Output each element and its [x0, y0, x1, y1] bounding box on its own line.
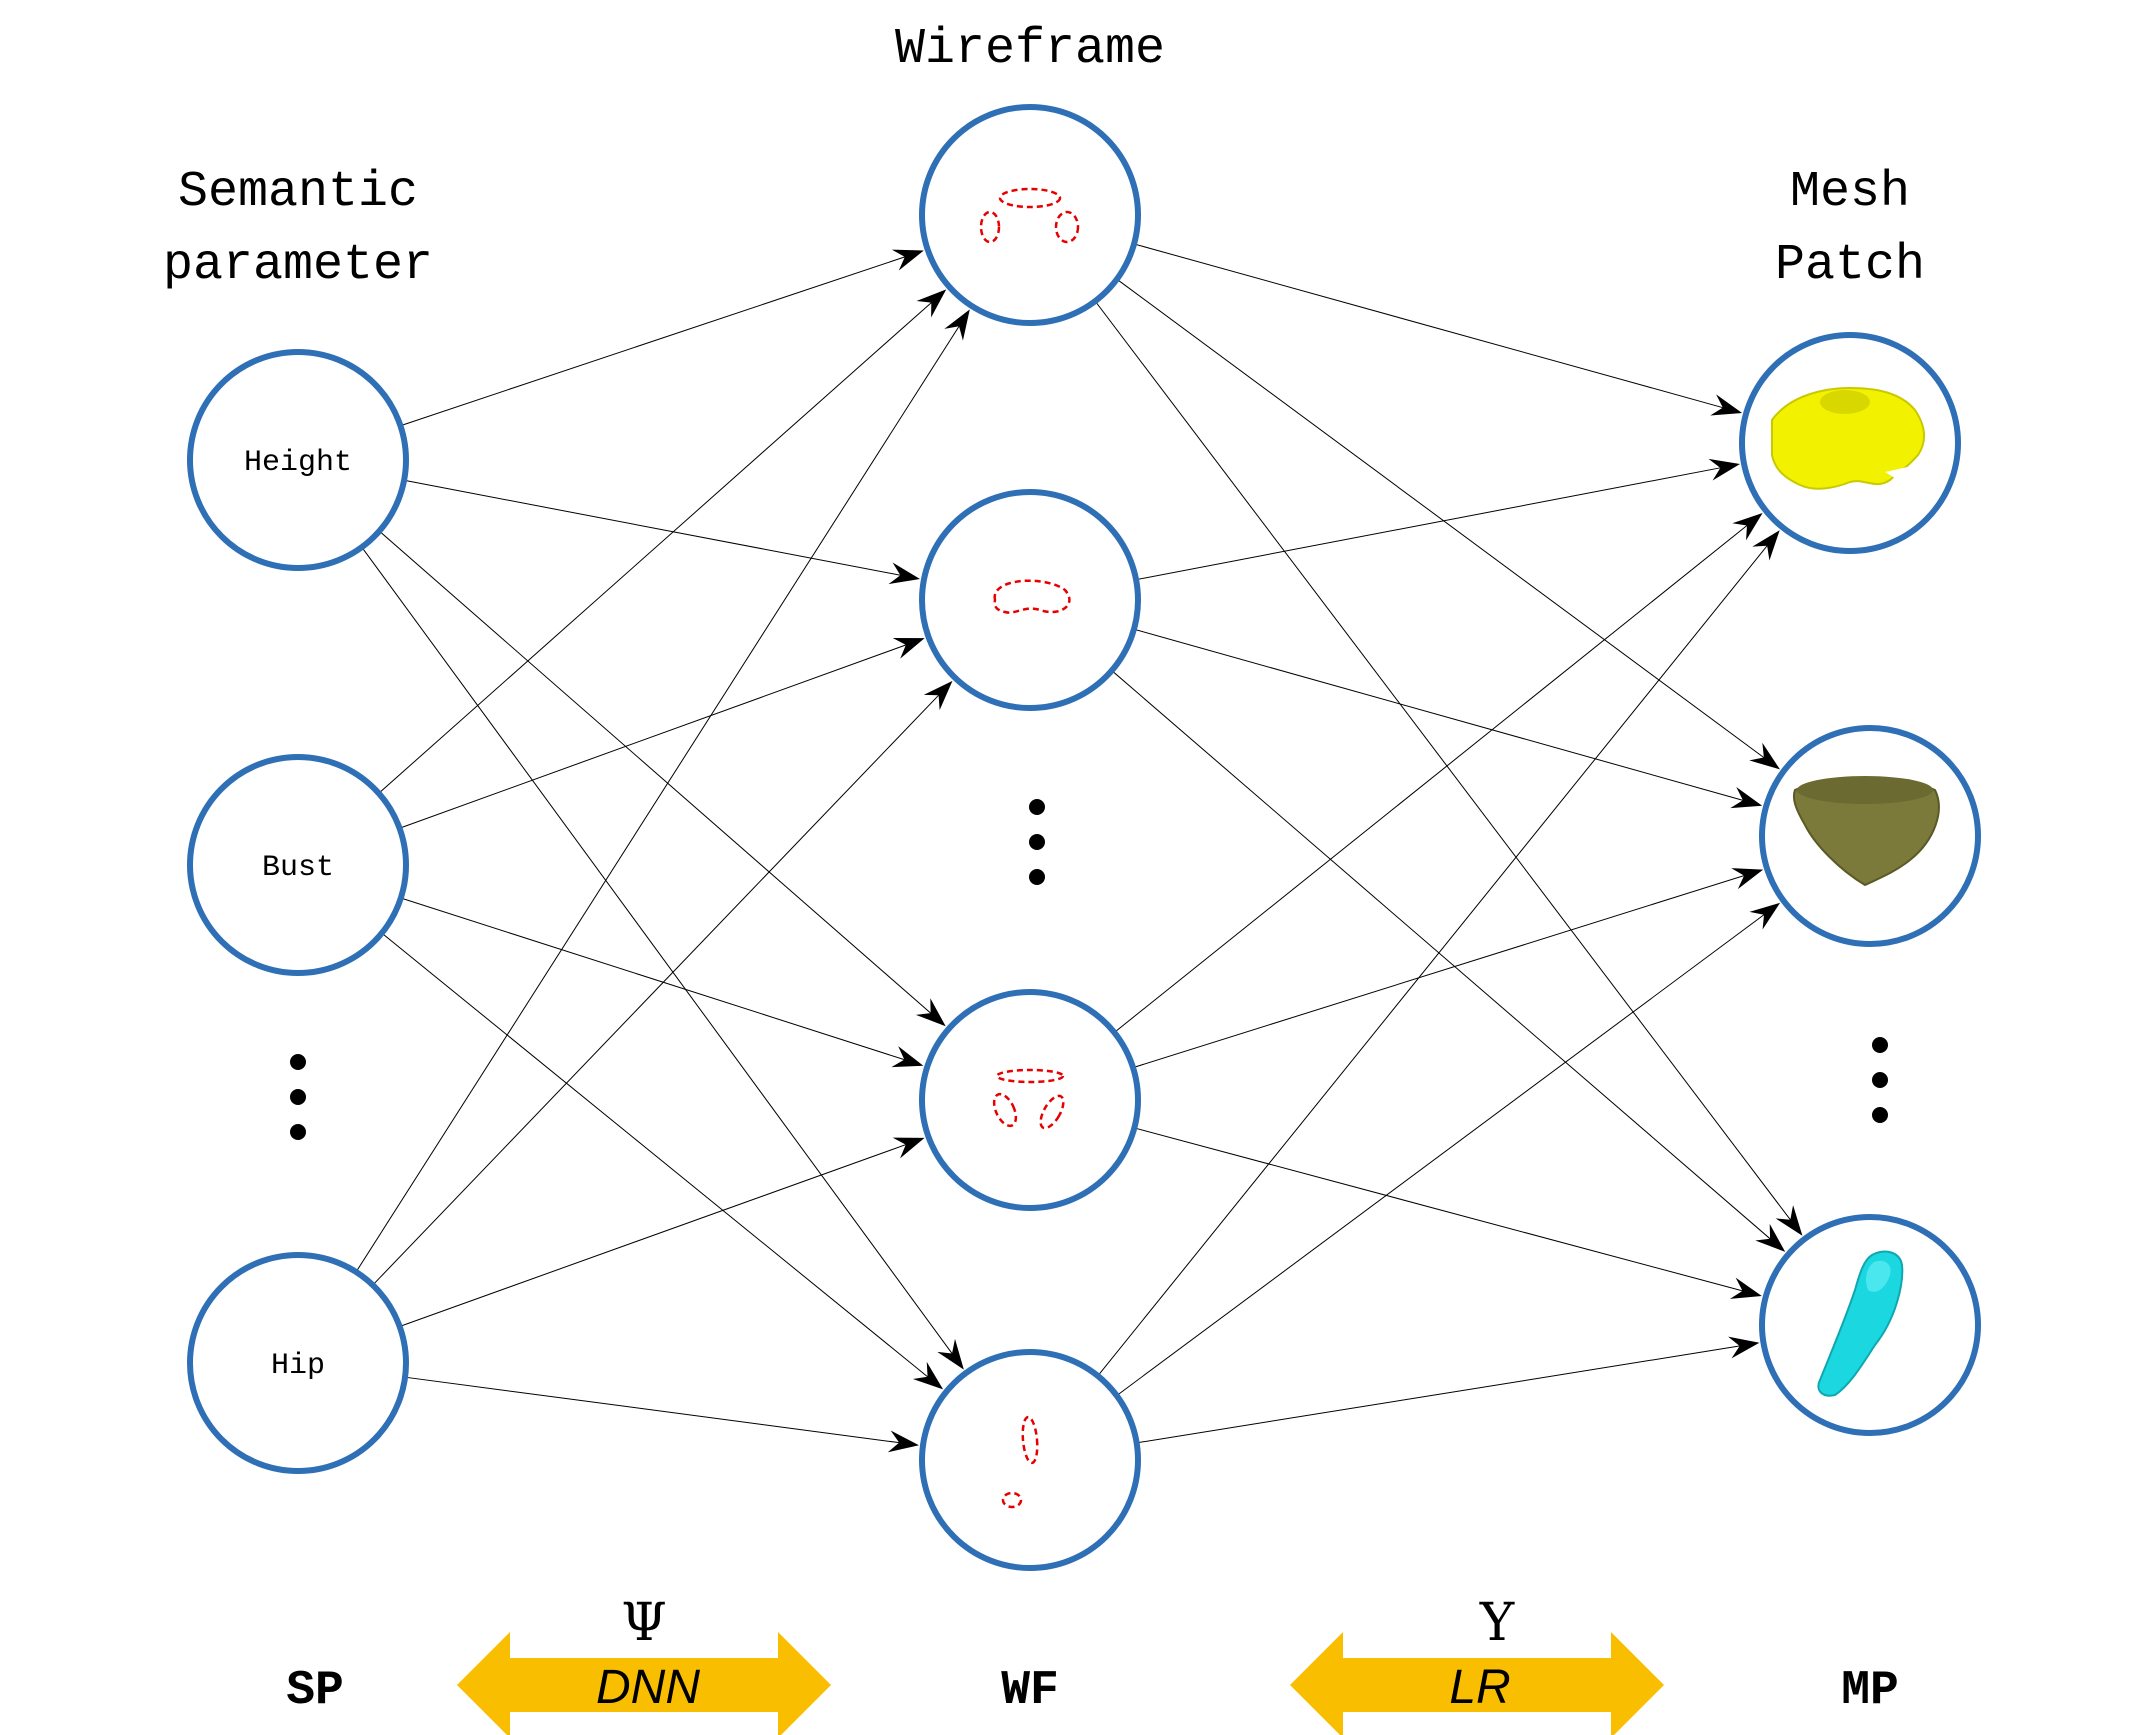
lr-method-label: LR [1449, 1661, 1510, 1714]
arrowhead [892, 1137, 925, 1159]
semantic-node-label: Hip [271, 1349, 325, 1383]
mesh-patch-header: Mesh Patch [1775, 164, 1925, 294]
arrowhead [1732, 513, 1763, 541]
connection-edge [1134, 1127, 1745, 1292]
double-arrow-shape [1290, 1632, 1664, 1735]
connection-edge [1116, 278, 1766, 760]
arrowhead [887, 1430, 919, 1453]
lr-double-arrow: Υ LR [1290, 1593, 1664, 1735]
wireframe-node-circle [919, 104, 1141, 326]
semantic-node-label: Bust [262, 851, 334, 885]
wireframe-node-circle [919, 1349, 1141, 1571]
wireframe-node-4 [919, 1349, 1141, 1571]
connection-edge [378, 300, 934, 794]
arrowhead [1728, 1336, 1760, 1359]
yellow-torso-mesh-icon [1771, 386, 1926, 490]
cyan-limb-mesh-icon [1817, 1250, 1904, 1397]
arrowhead [1775, 1205, 1803, 1236]
connection-edge [1113, 523, 1749, 1033]
arrowhead [1710, 394, 1743, 416]
gamma-symbol: Υ [1479, 1593, 1515, 1653]
wireframe-node-2 [919, 489, 1141, 711]
arrowhead [888, 562, 920, 585]
wireframe-node-circle [919, 989, 1141, 1211]
mesh-node-1 [1739, 332, 1961, 554]
arrowhead [912, 1361, 944, 1390]
connection-edge [399, 643, 908, 829]
wireframe-rings-icon [979, 187, 1080, 244]
connection-edge [1094, 300, 1792, 1222]
semantic-node-bust: Bust [187, 754, 409, 976]
semantic-more-dots [290, 1054, 306, 1140]
semantic-header-line1: Semantic [178, 164, 418, 221]
wireframe-rings-icon [992, 1068, 1065, 1130]
connection-edge [1133, 628, 1745, 802]
connection-edge [1116, 913, 1766, 1396]
connection-edge [400, 255, 907, 427]
semantic-node-circle [187, 349, 409, 571]
arrowhead [1749, 902, 1781, 930]
connection-edge [378, 530, 933, 1015]
wf-label: WF [1001, 1664, 1059, 1718]
connection-edge [381, 932, 930, 1379]
connection-edge [1111, 670, 1772, 1241]
connection-edge [400, 897, 907, 1061]
connection-edge [1133, 243, 1725, 409]
arrowhead [891, 1046, 924, 1068]
arrowhead [923, 680, 953, 711]
connection-edge [404, 1376, 902, 1444]
semantic-node-hip: Hip [187, 1252, 409, 1474]
connection-edge [372, 693, 941, 1286]
wireframe-node-1 [919, 104, 1141, 326]
arrowhead [1729, 1277, 1762, 1299]
connection-edge [399, 1143, 908, 1327]
arrowhead [1708, 458, 1740, 481]
connection-edge [1132, 874, 1747, 1069]
connection-edge [1135, 466, 1723, 581]
semantic-header-line2: parameter [163, 237, 433, 294]
arrowhead [891, 249, 924, 271]
double-arrow-shape [457, 1632, 831, 1735]
connection-edge [1136, 1345, 1742, 1444]
semantic-parameter-header: Semantic parameter [163, 164, 433, 294]
connection-edge [403, 479, 903, 577]
arrowhead [1752, 530, 1780, 561]
semantic-node-height: Height [187, 349, 409, 571]
arrowhead [915, 998, 946, 1027]
arrowhead [944, 309, 970, 341]
mesh-header-line2: Patch [1775, 237, 1925, 294]
arrowhead [1755, 1223, 1786, 1252]
connection-edges [355, 243, 1803, 1453]
semantic-node-circle [187, 1252, 409, 1474]
mesh-node-3 [1759, 1214, 1981, 1436]
connection-edge [1097, 543, 1769, 1377]
connection-edge [361, 546, 954, 1356]
wireframe-more-dots [1029, 799, 1045, 885]
wireframe-loop-icon [993, 579, 1071, 614]
semantic-node-circle [187, 754, 409, 976]
mesh-node-2 [1759, 725, 1981, 947]
mesh-header-line1: Mesh [1790, 164, 1910, 221]
arrowhead [1730, 787, 1763, 809]
arrowhead [1731, 868, 1764, 890]
dnn-double-arrow: Ψ DNN [457, 1593, 831, 1735]
mesh-more-dots [1872, 1037, 1888, 1123]
psi-symbol: Ψ [621, 1593, 667, 1653]
mp-label: MP [1841, 1664, 1899, 1718]
wireframe-node-circle [919, 489, 1141, 711]
olive-pelvis-mesh-icon [1792, 776, 1940, 887]
dnn-method-label: DNN [596, 1661, 700, 1714]
arrowhead [916, 289, 947, 318]
arrowhead [937, 1338, 964, 1370]
wireframe-limb-icon [1001, 1415, 1039, 1509]
wireframe-header: Wireframe [895, 21, 1165, 78]
arrowhead [892, 637, 925, 659]
wireframe-node-3 [919, 989, 1141, 1211]
sp-label: SP [286, 1664, 344, 1718]
semantic-node-label: Height [244, 446, 352, 480]
arrowhead [1749, 742, 1780, 770]
connection-edge [355, 324, 961, 1273]
